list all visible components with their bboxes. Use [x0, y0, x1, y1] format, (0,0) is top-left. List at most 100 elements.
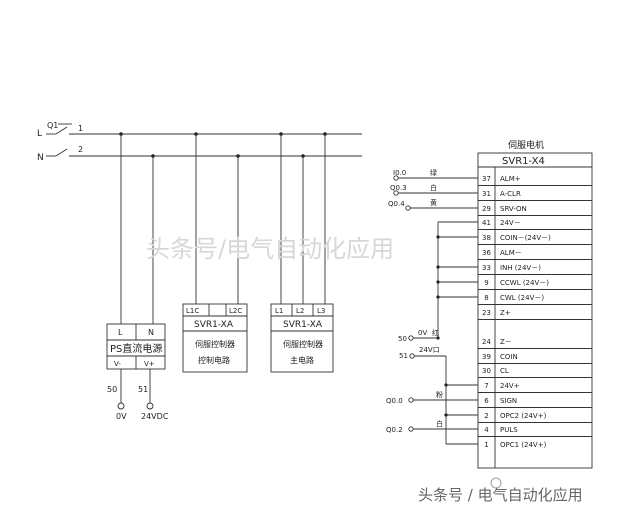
switch-q1-contact-n — [55, 148, 68, 157]
io-terminal — [409, 353, 415, 359]
terminal-0v — [117, 402, 125, 410]
main-model: SVR1-XA — [283, 320, 323, 330]
pin-number: 41 — [482, 219, 491, 227]
pin-number: 6 — [484, 397, 489, 405]
motor-connector-name: SVR1-X4 — [502, 156, 545, 167]
psu-term-vplus: V+ — [144, 360, 155, 368]
io-w24v: 24V口 — [419, 346, 440, 354]
supply-section: L N Q1 1 2 — [37, 121, 362, 324]
pin-name: COIN — [500, 353, 518, 361]
watermark-center: 头条号/电气自动化应用 — [146, 235, 394, 263]
io-terminal — [408, 426, 414, 432]
pin-name: Z－ — [500, 338, 512, 346]
pin-name: SRV-ON — [500, 205, 527, 213]
psu-term-l: L — [118, 328, 123, 337]
pin-number: 39 — [482, 353, 491, 361]
pin-number: 38 — [482, 234, 491, 242]
pin-number: 36 — [482, 249, 491, 257]
pin-number: 29 — [482, 205, 491, 213]
switch-q1-label: Q1 — [47, 121, 58, 130]
pin-number: 7 — [484, 382, 488, 390]
main-line1: 伺服控制器 — [283, 339, 323, 349]
pin-name: OPC2 (24V+) — [500, 412, 547, 420]
pin-name: OPC1 (24V+) — [500, 441, 547, 449]
pin-number: 9 — [484, 279, 488, 287]
io-q0-4: Q0.4 — [388, 200, 405, 208]
junction-dot — [436, 235, 440, 239]
watermark-footer: 头条号 / 电气自动化应用 — [418, 477, 583, 504]
watermark-logo-icon — [490, 477, 502, 489]
pin-number: 33 — [482, 264, 491, 272]
watermark-footer-text: 头条号 / 电气自动化应用 — [418, 486, 583, 504]
io-q0-3: Q0.3 — [390, 184, 407, 192]
main-term-l1: L1 — [275, 307, 283, 315]
junction-dot — [444, 383, 448, 387]
out-0v-label: 0V — [116, 412, 127, 421]
pin-number: 23 — [482, 309, 491, 317]
main-term-l2: L2 — [296, 307, 304, 315]
psu-term-n: N — [148, 328, 154, 337]
color-white-1: 白 — [430, 183, 437, 192]
switch-q1-contact-l — [55, 126, 68, 135]
pin-number: 1 — [484, 441, 488, 449]
junction-dot — [436, 295, 440, 299]
pin-number: 31 — [482, 190, 491, 198]
color-white-2: 白 — [436, 419, 443, 428]
color-red: 红 — [432, 328, 439, 337]
ctrl-term-l2c: L2C — [229, 307, 242, 315]
terminal-24v — [146, 402, 154, 410]
ctrl-line2: 控制电路 — [198, 355, 230, 365]
out-24v-label: 24VDC — [141, 412, 169, 421]
pin-name: CWL (24V－) — [500, 294, 544, 302]
pin-number: 2 — [484, 412, 488, 420]
pin-name: SIGN — [500, 397, 517, 405]
io-wiring: I0.0 绿 Q0.3 白 Q0.4 黄 50 0V 红 51 24V口 — [386, 168, 478, 445]
wire-51-label: 51 — [138, 385, 148, 394]
main-term-l3: L3 — [317, 307, 325, 315]
io-terminal — [408, 397, 414, 403]
pin-name: A-CLR — [500, 190, 521, 198]
ctrl-model: SVR1-XA — [194, 320, 234, 330]
wire-2-label: 2 — [78, 145, 83, 154]
ctrl-term-l1c: L1C — [186, 307, 199, 315]
pin-name: ALM+ — [500, 175, 521, 183]
ctrl-line1: 伺服控制器 — [195, 339, 235, 349]
main-box — [270, 303, 334, 373]
supply-line-l-label: L — [37, 129, 42, 139]
io-i10-0: I0.0 — [393, 169, 406, 177]
dc-power-supply: L N PS直流电源 V- V+ 50 51 0V 24VDC — [106, 323, 169, 421]
io-q0-0: Q0.0 — [386, 397, 403, 405]
color-green: 绿 — [430, 168, 437, 177]
pin-name: INH (24V－) — [500, 264, 541, 272]
motor-connector-box — [477, 152, 593, 469]
io-terminal — [405, 205, 411, 211]
junction-dot — [436, 280, 440, 284]
wire-50-label: 50 — [107, 385, 117, 394]
pin-name: Z+ — [500, 309, 511, 317]
pin-name: 24V－ — [500, 219, 521, 227]
junction-dot — [444, 413, 448, 417]
servo-controller-control: L1C L2C SVR1-XA 伺服控制器 控制电路 — [182, 303, 248, 373]
color-pink: 粉 — [436, 390, 443, 399]
motor-caption: 伺服电机 — [508, 139, 544, 151]
pin-number: 37 — [482, 175, 491, 183]
pin-number: 8 — [484, 294, 488, 302]
io-terminal — [408, 335, 414, 341]
ctrl-box — [182, 303, 248, 373]
io-w0v: 0V — [418, 329, 427, 337]
pin-name: 24V+ — [500, 382, 520, 390]
servo-controller-main: L1 L2 L3 SVR1-XA 伺服控制器 主电路 — [270, 303, 334, 373]
pin-number: 4 — [484, 426, 489, 434]
psu-term-vminus: V- — [114, 360, 121, 368]
junction-dot — [436, 265, 440, 269]
wire-1-label: 1 — [78, 124, 83, 133]
main-line2: 主电路 — [290, 355, 314, 365]
pin-number: 30 — [482, 367, 491, 375]
pin-name: PULS — [500, 426, 518, 434]
io-w50: 50 — [398, 335, 407, 343]
pin-name: CCWL (24V－) — [500, 279, 549, 287]
io-q0-2: Q0.2 — [386, 426, 403, 434]
color-yellow: 黄 — [430, 198, 437, 207]
